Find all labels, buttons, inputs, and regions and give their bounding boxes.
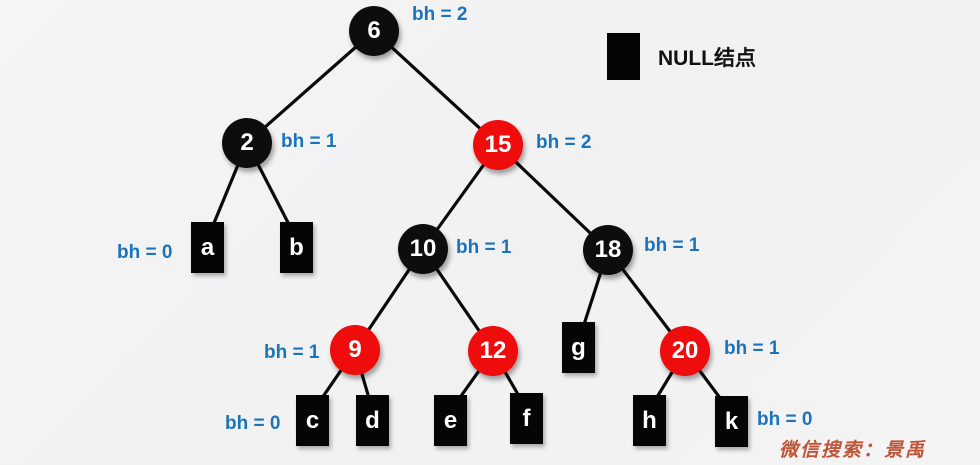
edge-6-2 (245, 29, 376, 145)
tree-node-20: 20 (660, 326, 710, 376)
bh-label-node-15: bh = 2 (536, 132, 592, 153)
legend: NULL结点 (607, 33, 756, 80)
bh-label-node-6: bh = 2 (412, 4, 468, 25)
bh-label-null-row-a: bh = 0 (117, 242, 173, 263)
tree-node-18: 18 (583, 225, 633, 275)
null-node-e: e (434, 395, 467, 446)
tree-node-15: 15 (473, 120, 523, 170)
null-node-f: f (510, 393, 543, 444)
tree-node-6: 6 (349, 6, 399, 56)
bh-label-null-row-k: bh = 0 (757, 409, 813, 430)
tree-node-2: 2 (222, 118, 272, 168)
bh-label-null-row-c: bh = 0 (225, 413, 281, 434)
null-node-swatch-icon (607, 33, 640, 80)
bh-label-node-10: bh = 1 (456, 237, 512, 258)
tree-node-12: 12 (468, 326, 518, 376)
null-node-d: d (356, 395, 389, 446)
null-node-b: b (280, 222, 313, 273)
null-node-a: a (191, 222, 224, 273)
bh-label-node-18: bh = 1 (644, 235, 700, 256)
tree-node-10: 10 (398, 224, 448, 274)
watermark: 微信搜索：景禹 (779, 439, 927, 461)
bh-label-node-2: bh = 1 (281, 131, 337, 152)
null-node-c: c (296, 395, 329, 446)
tree-node-9: 9 (330, 325, 380, 375)
null-node-g: g (562, 322, 595, 373)
edge-6-15 (372, 29, 500, 147)
bh-label-node-20: bh = 1 (724, 338, 780, 359)
legend-label: NULL结点 (658, 46, 756, 70)
null-node-k: k (715, 396, 748, 447)
null-node-h: h (633, 395, 666, 446)
bh-label-node-9: bh = 1 (264, 342, 320, 363)
